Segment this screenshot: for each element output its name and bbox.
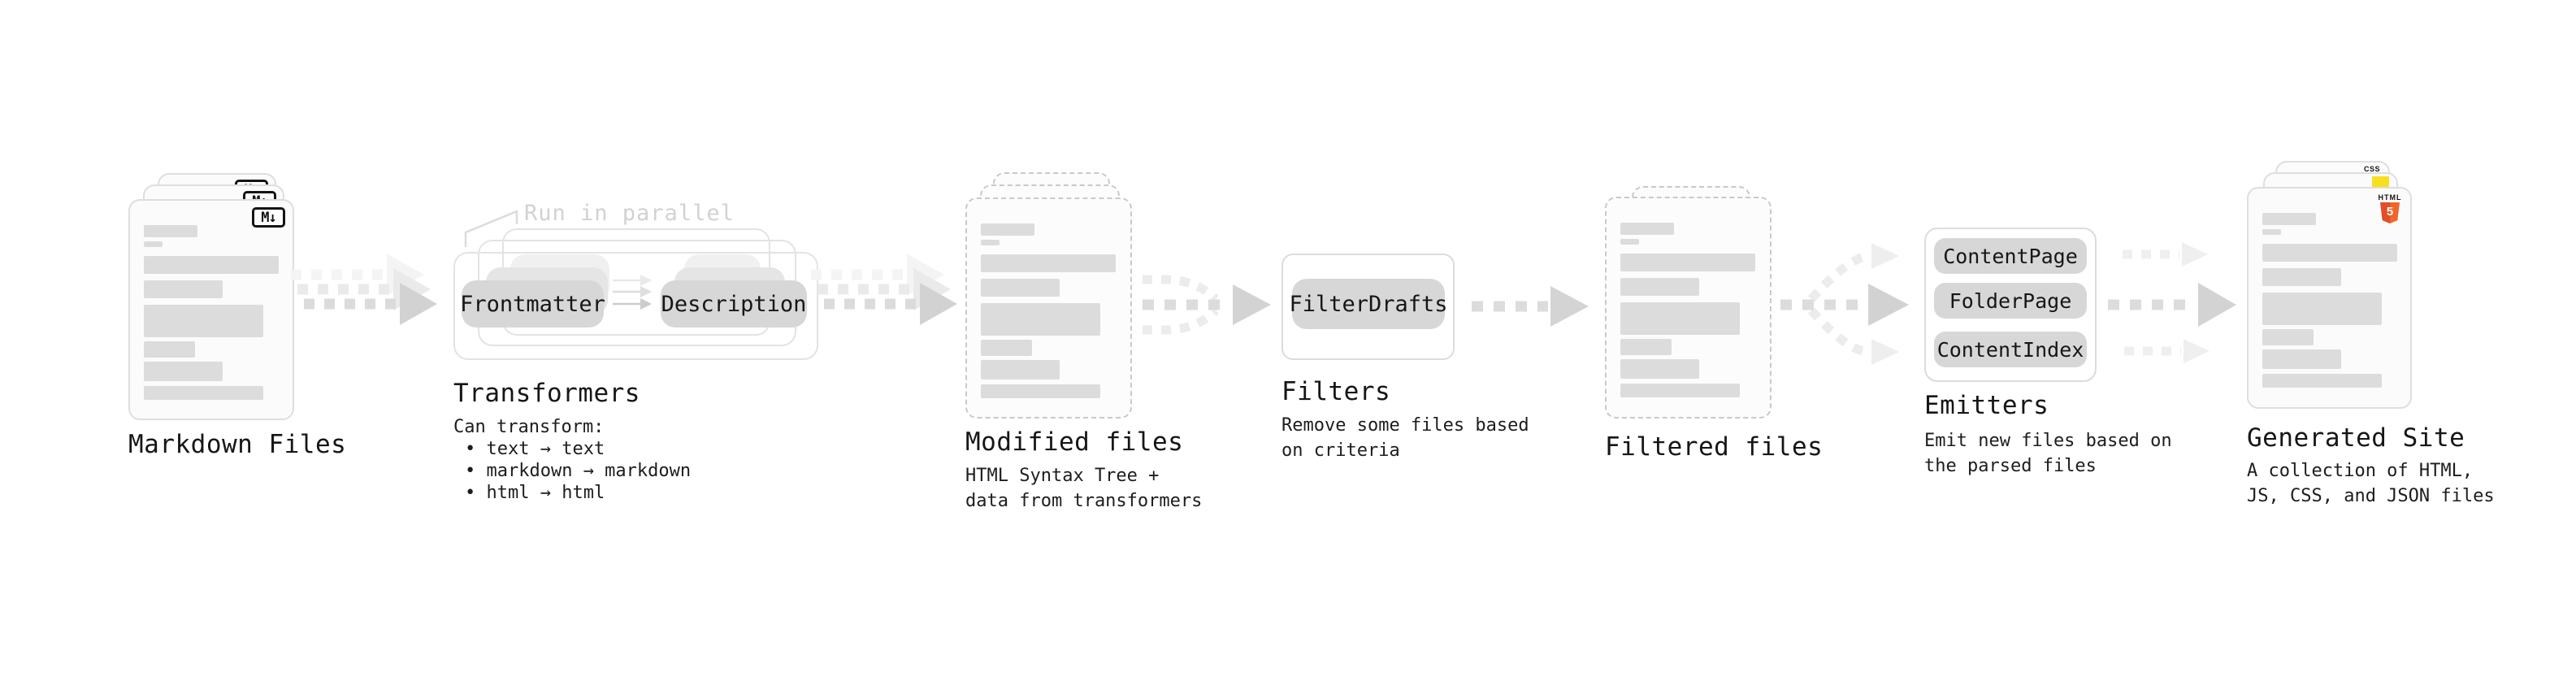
frontmatter-pill: Frontmatter	[460, 280, 605, 327]
note-leader-line	[464, 210, 518, 247]
document-skeleton	[1620, 223, 1755, 397]
document-skeleton	[144, 225, 279, 400]
filtered-file-front	[1605, 197, 1772, 419]
split-arrow-icon	[1780, 243, 1909, 365]
markdown-file-front: M↓	[128, 199, 294, 420]
run-in-parallel-note: Run in parallel	[524, 201, 735, 226]
contentindex-pill: ContentIndex	[1934, 332, 2087, 367]
transformers-bullet-list: • text → text • markdown → markdown • ht…	[453, 438, 691, 504]
modified-file-front	[965, 197, 1132, 419]
flow-arrow-icon	[1472, 286, 1589, 327]
flow-arrow-icon	[291, 254, 437, 325]
filters-subtitle: Remove some files based on criteria	[1281, 415, 1529, 461]
generated-site-subtitle: A collection of HTML, JS, CSS, and JSON …	[2247, 461, 2495, 506]
stage-title-emitters: Emitters	[1924, 391, 2049, 420]
contentpage-pill: ContentPage	[1934, 238, 2087, 274]
stage-title-markdown-files: Markdown Files	[128, 430, 347, 459]
generated-file-html: HTML 5	[2247, 187, 2412, 409]
markdown-icon: M↓	[252, 207, 285, 228]
filterdrafts-pill: FilterDrafts	[1289, 279, 1448, 329]
document-skeleton	[2262, 213, 2397, 388]
stage-title-generated-site: Generated Site	[2247, 423, 2465, 453]
transformers-desc-heading: Can transform:	[453, 417, 605, 437]
triple-arrow-icon	[2108, 242, 2236, 363]
html5-icon: HTML 5	[2378, 193, 2402, 223]
merge-arrow-icon	[1143, 275, 1271, 335]
transformer-box-front	[453, 252, 818, 360]
stage-title-filters: Filters	[1281, 377, 1391, 406]
js-file-icon	[2372, 176, 2389, 190]
stage-title-filtered-files: Filtered files	[1605, 432, 1824, 462]
bullet-item: • text → text	[465, 439, 605, 459]
modified-files-subtitle: HTML Syntax Tree + data from transformer…	[965, 466, 1203, 511]
flow-arrow-icon	[811, 254, 957, 325]
description-pill: Description	[661, 280, 807, 327]
document-skeleton	[981, 223, 1116, 398]
stage-title-modified-files: Modified files	[965, 427, 1184, 457]
bullet-item: • markdown → markdown	[465, 461, 692, 481]
stage-title-transformers: Transformers	[453, 379, 640, 408]
parallel-arrows-icon	[613, 275, 652, 310]
bullet-item: • html → html	[465, 483, 605, 503]
folderpage-pill: FolderPage	[1934, 283, 2087, 319]
emitters-subtitle: Emit new files based on the parsed files	[1924, 431, 2172, 476]
